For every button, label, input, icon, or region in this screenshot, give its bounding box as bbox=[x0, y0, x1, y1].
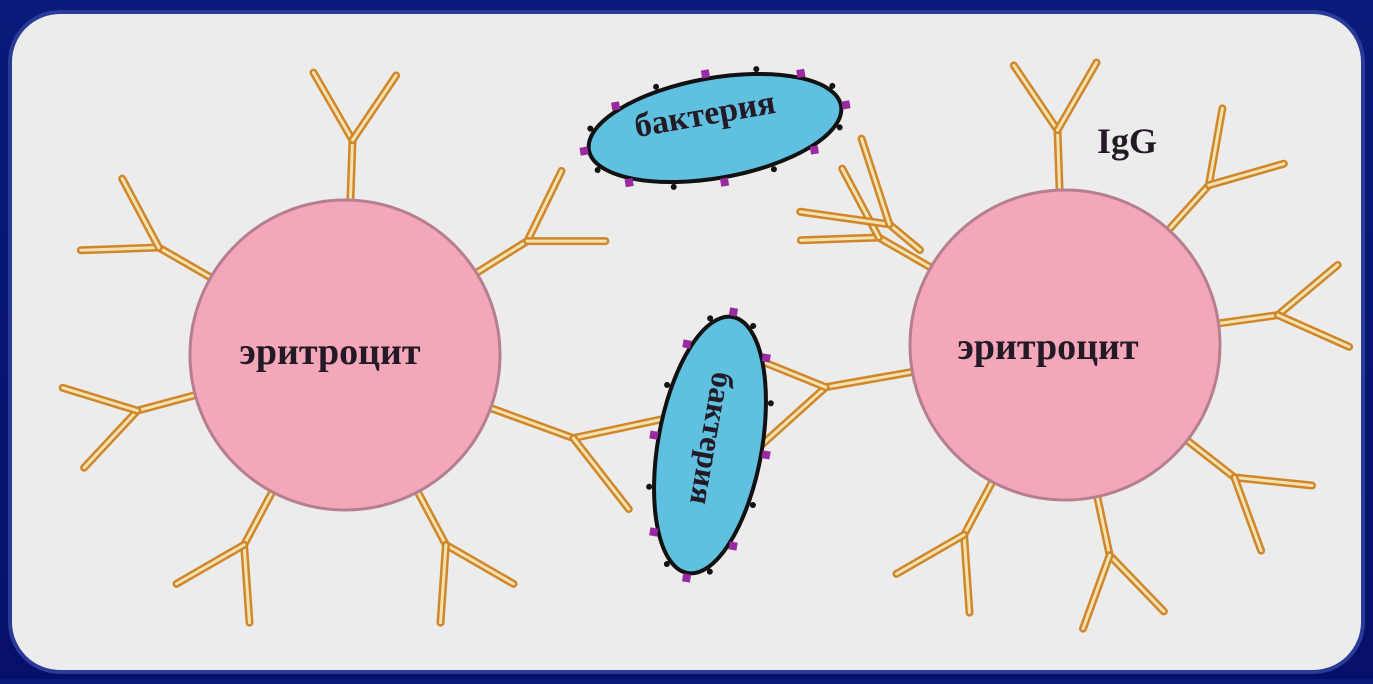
surface-antigen bbox=[649, 527, 658, 536]
erythrocyte-left-label: эритроцит bbox=[230, 330, 430, 374]
surface-antigen bbox=[625, 178, 634, 187]
surface-antigen bbox=[682, 573, 691, 582]
surface-antigen bbox=[611, 101, 620, 110]
surface-antigen bbox=[579, 146, 588, 155]
surface-antigen bbox=[762, 450, 771, 459]
surface-antigen bbox=[729, 307, 738, 316]
surface-antigen bbox=[810, 145, 819, 154]
surface-antigen bbox=[682, 339, 691, 348]
erythrocyte-right-label: эритроцит bbox=[948, 325, 1148, 369]
surface-antigen bbox=[720, 178, 729, 187]
surface-antigen bbox=[649, 430, 658, 439]
surface-antigen bbox=[762, 353, 771, 362]
surface-antigen bbox=[701, 69, 710, 78]
igg-label: IgG bbox=[1097, 120, 1157, 162]
surface-antigen bbox=[728, 541, 737, 550]
surface-antigen bbox=[841, 100, 850, 109]
surface-antigen bbox=[796, 69, 805, 78]
